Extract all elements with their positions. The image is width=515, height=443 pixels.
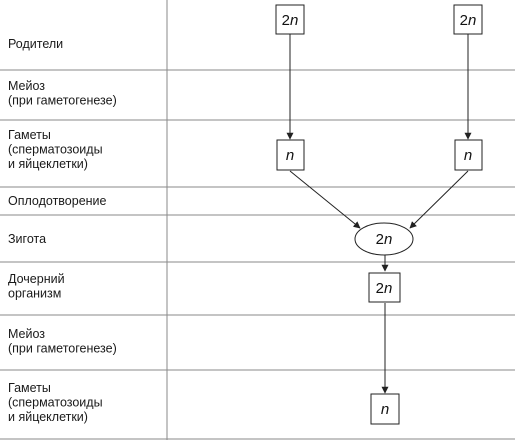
node-offspring-gamete: n (370, 393, 400, 425)
ploidy-symbol: n (286, 147, 294, 164)
node-label-gamete-right: n (464, 147, 472, 164)
node-zygote: 2n (354, 222, 414, 256)
node-box (275, 4, 305, 35)
node-label-gamete-left: n (286, 147, 294, 164)
row-label-line: Мейоз (8, 79, 45, 93)
row-label-line: Дочерний (8, 272, 65, 286)
ploidy-coefficient: 2 (282, 12, 290, 29)
ploidy-symbol: n (381, 401, 389, 418)
node-box (453, 4, 483, 35)
ploidy-symbol: n (468, 12, 476, 29)
row-label-meiosis: Мейоз(при гаметогенезе) (8, 79, 117, 108)
node-parent-left: 2n (275, 4, 305, 35)
node-label-parent-left: 2n (282, 12, 299, 29)
row-label-line: Оплодотворение (8, 194, 107, 208)
node-ellipse (354, 222, 414, 256)
ploidy-coefficient: 2 (376, 280, 384, 297)
node-label-offspring-gamete: n (381, 401, 389, 418)
node-offspring: 2n (368, 272, 401, 303)
row-label-offspring-meiosis: Мейоз(при гаметогенезе) (8, 327, 117, 356)
ploidy-coefficient: 2 (376, 231, 384, 248)
row-labels: Родители Мейоз(при гаметогенезе) Гаметы(… (8, 37, 117, 424)
node-parent-right: 2n (453, 4, 483, 35)
node-label-offspring: 2n (376, 280, 393, 297)
node-box (370, 393, 400, 425)
row-label-line: (сперматозоиды (8, 396, 103, 410)
row-label-zygote: Зигота (8, 232, 46, 246)
node-box (454, 139, 483, 171)
row-label-line: (при гаметогенезе) (8, 94, 117, 108)
arrow-gamete-right-to-zygote (409, 170, 469, 229)
row-label-line: Зигота (8, 232, 46, 246)
row-label-line: Родители (8, 37, 63, 51)
node-box (368, 272, 401, 303)
row-label-line: (сперматозоиды (8, 143, 103, 157)
row-label-line: организм (8, 287, 61, 301)
ploidy-symbol: n (290, 12, 298, 29)
ploidy-symbol: n (464, 147, 472, 164)
node-label-parent-right: 2n (460, 12, 477, 29)
row-label-line: (при гаметогенезе) (8, 342, 117, 356)
row-label-line: Гаметы (8, 381, 51, 395)
row-label-line: Мейоз (8, 327, 45, 341)
ploidy-coefficient: 2 (460, 12, 468, 29)
row-label-fertilization: Оплодотворение (8, 194, 107, 208)
node-box (276, 139, 305, 171)
row-label-line: и яйцеклетки) (8, 410, 88, 424)
arrow-gamete-left-to-zygote (289, 170, 361, 229)
ploidy-symbol: n (384, 280, 392, 297)
row-label-line: Гаметы (8, 128, 51, 142)
row-label-line: и яйцеклетки) (8, 157, 88, 171)
arrows (286, 34, 472, 394)
node-gamete-right: n (454, 139, 483, 171)
row-label-parents: Родители (8, 37, 63, 51)
ploidy-symbol: n (384, 231, 392, 248)
node-gamete-left: n (276, 139, 305, 171)
node-label-zygote: 2n (376, 231, 393, 248)
